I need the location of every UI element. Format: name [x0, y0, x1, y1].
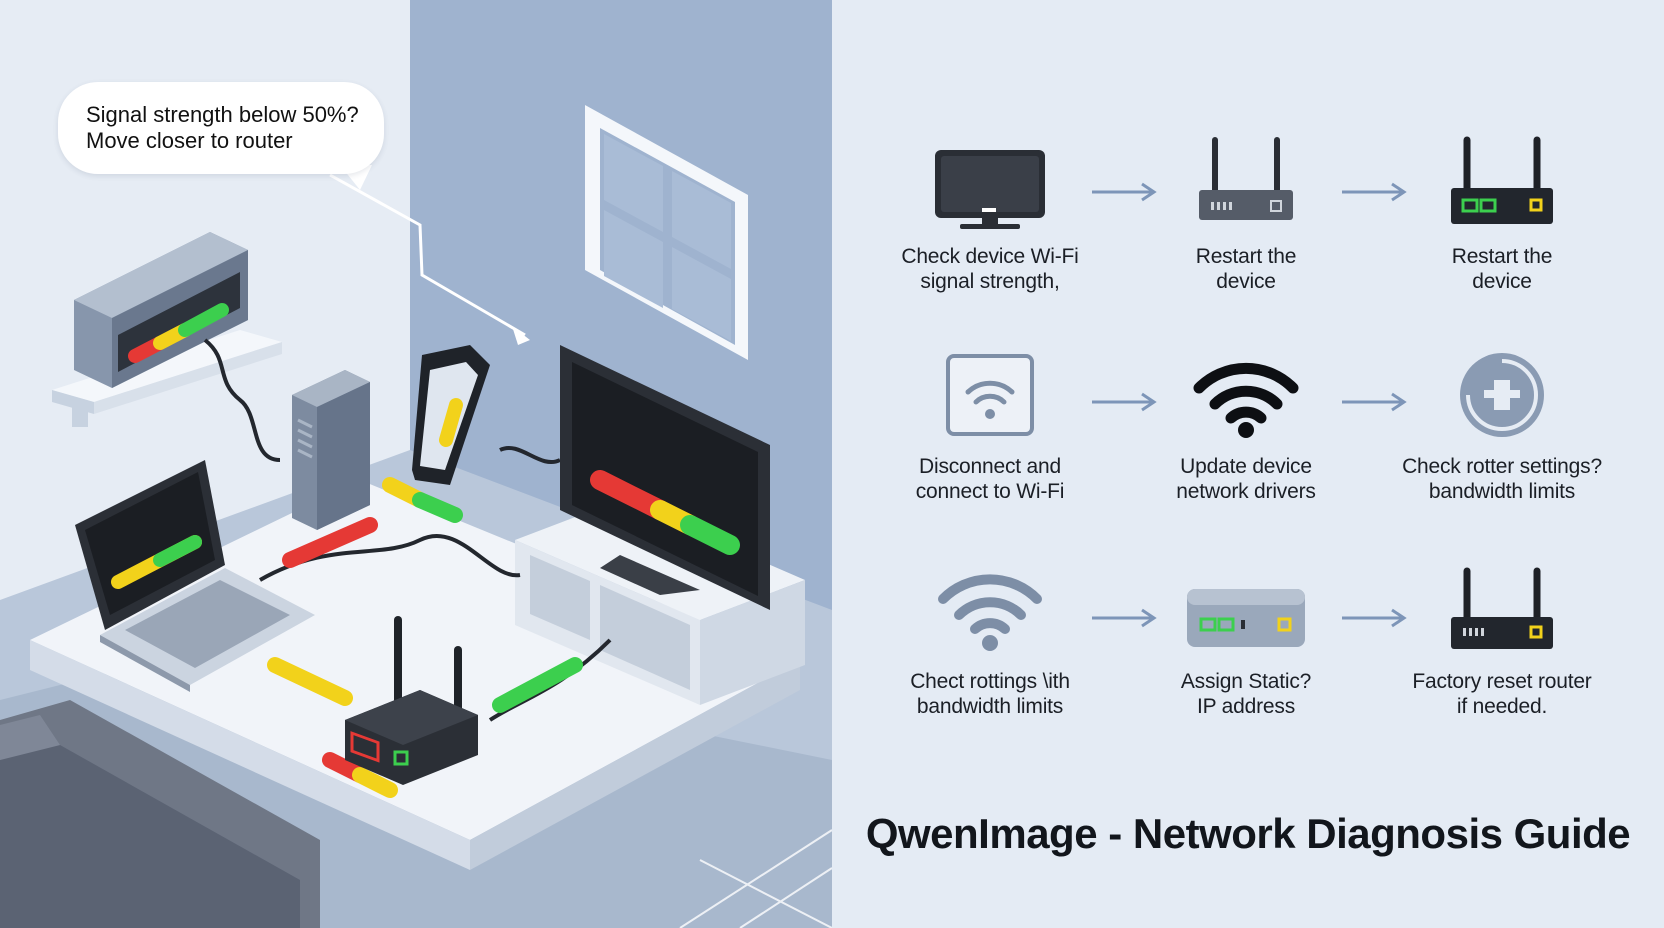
- arrow-right-icon: [1092, 182, 1157, 202]
- callout-bubble: [58, 82, 384, 174]
- callout-pointer: [329, 173, 526, 337]
- sofa: [0, 700, 320, 928]
- arrow-right-icon: [1092, 608, 1157, 628]
- wifi-icon: [1136, 330, 1356, 440]
- arrow-right-icon: [1342, 182, 1407, 202]
- desk-router: [345, 616, 478, 785]
- wall-router-box: [74, 232, 248, 388]
- router-settings-icon: [1392, 330, 1612, 440]
- guide-title: QwenImage - Network Diagnosis Guide: [865, 810, 1631, 857]
- step-label: Assign Static?IP address: [1180, 670, 1312, 718]
- floor-grid: [679, 829, 832, 928]
- callout-line-2: Move closer to router: [86, 128, 293, 153]
- laptop: [75, 460, 315, 692]
- router-reset-icon: [1392, 545, 1612, 655]
- signal-cables: [267, 477, 583, 798]
- step-label: Check rotter settings?bandwidth limits: [1402, 455, 1602, 503]
- arrow-right-icon: [1342, 608, 1407, 628]
- window: [585, 105, 748, 360]
- network-scene-illustration: [0, 0, 832, 928]
- callout-text: Signal strength below 50%? Move closer t…: [86, 102, 386, 154]
- smartphone: [412, 345, 490, 485]
- wifi-box-icon: [880, 330, 1100, 440]
- arrow-right-icon: [1342, 392, 1407, 412]
- modem-icon: [1136, 545, 1356, 655]
- arrow-right-icon: [1092, 392, 1157, 412]
- callout-line-1: Signal strength below 50%?: [86, 102, 359, 127]
- step-static-ip: Assign Static?IP address: [1136, 545, 1356, 719]
- step-router-settings: Check rotter settings?bandwidth limits: [1392, 330, 1612, 504]
- monitor-icon: [880, 120, 1100, 230]
- desktop-tower: [292, 370, 370, 530]
- wifi-signal-icon: [880, 545, 1100, 655]
- router-icon: [1136, 120, 1356, 230]
- router-status-icon: [1392, 120, 1612, 230]
- television: [560, 345, 770, 610]
